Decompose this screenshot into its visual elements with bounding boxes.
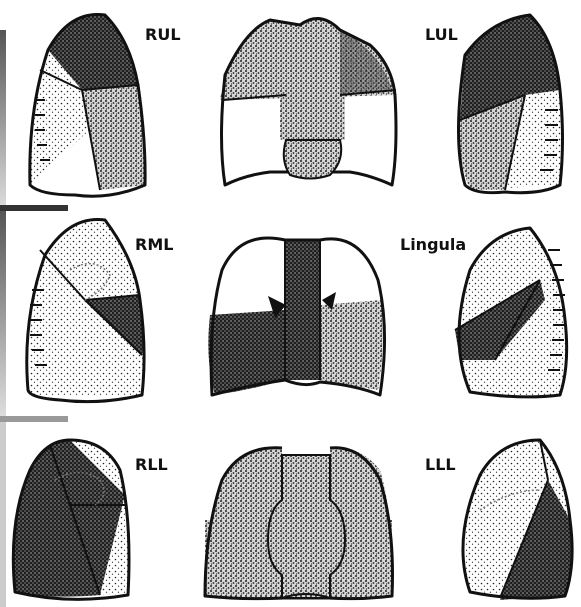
label-rll: RLL (135, 455, 168, 474)
lower-frontal-view (205, 448, 393, 600)
lll-lateral-view (463, 440, 572, 600)
label-rml: RML (135, 235, 173, 254)
upper-frontal-view (220, 19, 396, 185)
side-bar-divider-2 (0, 416, 68, 422)
label-lingula: Lingula (400, 235, 466, 254)
rml-lateral-view (27, 219, 144, 401)
side-bar-divider-1 (0, 205, 68, 211)
label-rul: RUL (145, 25, 181, 44)
label-lul: LUL (425, 25, 458, 44)
side-bar-mid (0, 211, 6, 416)
rll-lateral-view (13, 440, 129, 599)
side-bar-bottom (0, 422, 6, 607)
middle-frontal-view (208, 238, 384, 395)
rul-lateral-view (30, 14, 145, 196)
label-lll: LLL (425, 455, 456, 474)
side-bar-top (0, 30, 6, 210)
lingula-lateral-view (455, 228, 567, 397)
lul-lateral-view (459, 15, 563, 193)
